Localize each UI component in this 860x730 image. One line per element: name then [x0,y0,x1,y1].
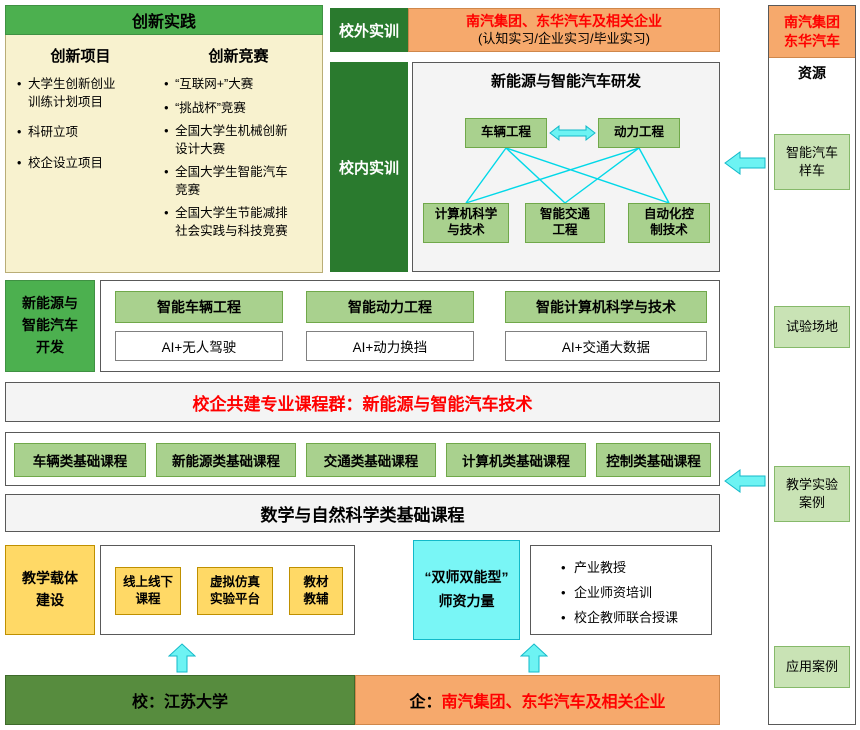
resource-item-teaching-cases: 教学实验 案例 [774,466,850,522]
carrier-textbooks: 教材 教辅 [289,567,343,615]
on-campus-label: 校内实训 [330,62,408,272]
carrier-online-offline-courses: 线上线下 课程 [115,567,181,615]
carrier-virtual-simulation: 虚拟仿真 实验平台 [197,567,273,615]
list-item: 全国大学生机械创新 设计大赛 [163,123,314,158]
list-item: 企业师资培训 [561,584,705,603]
resource-panel: 南汽集团 东华汽车 资源 智能汽车 样车 试验场地 教学实验 案例 应用案例 [768,5,856,725]
list-item: “挑战杯”竞赛 [163,100,314,118]
on-campus-box: 新能源与智能汽车研发 车辆工程 动力工程 计算机科学 与技术 智能交通 工程 自… [412,62,720,272]
resource-enterprise-2: 东华汽车 [784,32,840,49]
foundation-courses-box: 车辆类基础课程 新能源类基础课程 交通类基础课程 计算机类基础课程 控制类基础课… [5,432,720,486]
off-campus-box: 南汽集团、东华汽车及相关企业 (认知实习/企业实习/毕业实习) [408,8,720,52]
innovation-projects-title: 创新项目 [50,48,111,65]
course-group-bar: 校企共建专业课程群：新能源与智能汽车技术 [5,382,720,422]
course-traffic: 交通类基础课程 [306,443,436,477]
innovation-projects-list: 大学生创新创业 训练计划项目 科研立项 校企设立项目 [16,76,145,172]
pair-top-power: 智能动力工程 [306,291,474,323]
course-control: 控制类基础课程 [596,443,711,477]
arrow-left-icon [724,468,766,499]
arrow-up-icon [519,643,549,678]
resource-enterprise-1: 南汽集团 [784,13,840,30]
on-campus-title: 新能源与智能汽车研发 [490,73,641,90]
development-box: 智能车辆工程 AI+无人驾驶 智能动力工程 AI+动力换挡 智能计算机科学与技术… [100,280,720,372]
faculty-box: 产业教授 企业师资培训 校企教师联合授课 [530,545,712,635]
faculty-list: 产业教授 企业师资培训 校企教师联合授课 [561,559,705,628]
innovation-projects-column: 创新项目 大学生创新创业 训练计划项目 科研立项 校企设立项目 [6,35,153,272]
list-item: 校企设立项目 [16,155,145,173]
arrow-up-icon [167,643,197,678]
school-name: 江苏大学 [164,694,229,711]
development-label: 新能源与 智能汽车 开发 [5,280,95,372]
course-vehicle: 车辆类基础课程 [14,443,146,477]
pair-bottom-computer: AI+交通大数据 [505,331,707,361]
resource-item-sample-car: 智能汽车 样车 [774,134,850,190]
faculty-label: “双师双能型” 师资力量 [413,540,520,640]
enterprise-prefix: 企： [409,694,442,711]
innovation-competitions-title: 创新竞赛 [208,48,269,65]
enterprise-name: 南汽集团、东华汽车及相关企业 [441,694,666,711]
pair-bottom-power: AI+动力换挡 [306,331,474,361]
list-item: “互联网+”大赛 [163,76,314,94]
math-science-bar: 数学与自然科学类基础课程 [5,494,720,532]
off-campus-internships: (认知实习/企业实习/毕业实习) [478,30,650,46]
resource-item-test-site: 试验场地 [774,306,850,348]
innovation-practice-body: 创新项目 大学生创新创业 训练计划项目 科研立项 校企设立项目 创新竞赛 “互联… [5,35,323,273]
innovation-competitions-column: 创新竞赛 “互联网+”大赛 “挑战杯”竞赛 全国大学生机械创新 设计大赛 全国大… [153,35,322,272]
pair-bottom-vehicle: AI+无人驾驶 [115,331,283,361]
course-new-energy: 新能源类基础课程 [156,443,296,477]
resource-item-application-cases: 应用案例 [774,646,850,688]
school-box: 校：江苏大学 [5,675,355,725]
node-computer-science: 计算机科学 与技术 [423,203,509,243]
course-computer: 计算机类基础课程 [446,443,586,477]
innovation-practice-header: 创新实践 [5,5,323,35]
teaching-carrier-label: 教学载体 建设 [5,545,95,635]
off-campus-enterprises: 南汽集团、东华汽车及相关企业 [466,13,662,30]
list-item: 全国大学生智能汽车 竞赛 [163,164,314,199]
school-prefix: 校： [131,694,164,711]
enterprise-box: 企：南汽集团、东华汽车及相关企业 [355,675,720,725]
list-item: 全国大学生节能减排 社会实践与科技竞赛 [163,205,314,240]
resource-panel-header: 南汽集团 东华汽车 [769,6,855,58]
node-intelligent-traffic: 智能交通 工程 [525,203,605,243]
teaching-carrier-box: 线上线下 课程 虚拟仿真 实验平台 教材 教辅 [100,545,355,635]
pair-top-computer: 智能计算机科学与技术 [505,291,707,323]
list-item: 大学生创新创业 训练计划项目 [16,76,145,111]
innovation-competitions-list: “互联网+”大赛 “挑战杯”竞赛 全国大学生机械创新 设计大赛 全国大学生智能汽… [163,76,314,240]
resource-label: 资源 [798,65,826,81]
off-campus-label: 校外实训 [330,8,408,52]
double-arrow-icon [549,124,596,142]
node-automation-control: 自动化控 制技术 [628,203,710,243]
arrow-left-icon [724,150,766,181]
list-item: 产业教授 [561,559,705,578]
node-power-engineering: 动力工程 [598,118,680,148]
pair-top-vehicle: 智能车辆工程 [115,291,283,323]
node-vehicle-engineering: 车辆工程 [465,118,547,148]
list-item: 科研立项 [16,124,145,142]
list-item: 校企教师联合授课 [561,609,705,628]
